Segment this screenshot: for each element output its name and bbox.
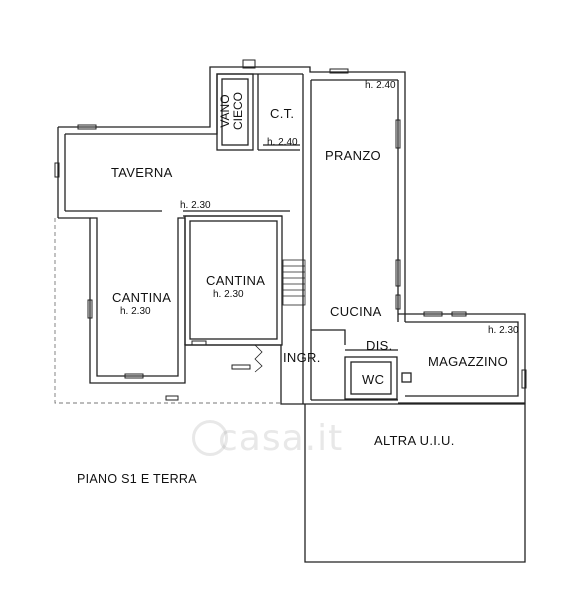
room-dis: DIS. [366,338,393,353]
taverna-outer-wall [58,66,406,322]
terrace-boundary [54,218,280,404]
vano-cieco-line2: CIECO [230,92,245,131]
plan-title: PIANO S1 E TERRA [77,472,197,486]
room-pranzo: PRANZO [325,148,381,163]
watermark: casa.it [218,418,344,459]
magazzino-inner [405,321,519,397]
vano-cieco-inner [221,78,249,146]
height-magazzino: h. 2.30 [488,325,519,336]
cantina-left-walls [90,217,185,377]
height-ct: h. 2.40 [267,137,298,148]
cantina-center-inner [189,220,278,340]
room-wc: WC [362,372,385,387]
altra-uiu-box [304,403,526,563]
vano-cieco-box [216,73,254,151]
stairs [254,259,306,373]
magazzino-outer [398,313,526,404]
height-pranzo: h. 2.40 [365,80,396,91]
room-magazzino: MAGAZZINO [428,354,508,369]
room-cantina-center: CANTINA [206,273,266,288]
wc-box [344,356,398,400]
room-ct: C.T. [270,106,295,121]
height-cantina-left: h. 2.30 [120,306,151,317]
taverna-inner-wall [65,73,303,135]
cantina-center-box [184,215,283,346]
vano-cieco-line1: VANO [218,94,232,128]
height-taverna: h. 2.30 [180,200,211,211]
magazzino-vent [401,372,412,383]
windows [54,59,527,401]
room-altra-uiu: ALTRA U.I.U. [374,433,455,448]
taverna-bottom-wall [58,217,305,405]
watermark-logo-icon [192,420,228,456]
room-vano-cieco: VANO CIECO [218,87,251,135]
height-cantina-center: h. 2.30 [213,289,244,300]
room-cucina: CUCINA [330,304,382,319]
cucina-bottom [311,329,346,345]
wc-inner [350,361,392,395]
room-taverna: TAVERNA [111,165,173,180]
room-ingr: INGR. [283,350,321,365]
room-cantina-left: CANTINA [112,290,172,305]
